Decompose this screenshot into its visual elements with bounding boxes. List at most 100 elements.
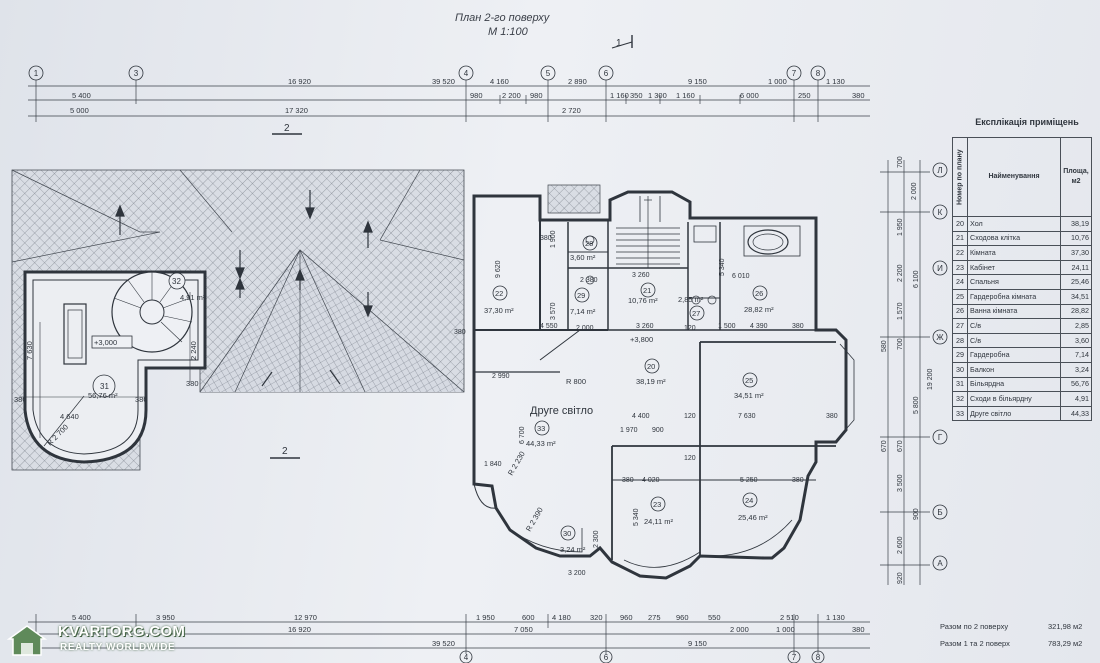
explication-cell-area: 4,91 bbox=[1060, 391, 1092, 407]
svg-text:380: 380 bbox=[454, 329, 466, 336]
svg-text:1 570: 1 570 bbox=[897, 302, 904, 320]
bathtub bbox=[585, 225, 801, 305]
svg-text:380: 380 bbox=[186, 379, 199, 388]
svg-text:38,19 m²: 38,19 m² bbox=[636, 377, 666, 386]
svg-text:120: 120 bbox=[684, 325, 696, 332]
svg-text:33: 33 bbox=[537, 424, 545, 433]
explication-cell-name: Кімната bbox=[967, 245, 1061, 261]
svg-text:2 600: 2 600 bbox=[897, 536, 904, 554]
stair-treads bbox=[616, 196, 680, 268]
svg-text:3 260: 3 260 bbox=[632, 272, 650, 279]
svg-text:1 500: 1 500 bbox=[718, 323, 736, 330]
explication-cell-name: Сходи в більярдну bbox=[967, 391, 1061, 407]
svg-text:700: 700 bbox=[897, 156, 904, 168]
explication-cell-name: Балкон bbox=[967, 361, 1061, 378]
axis-label: И bbox=[937, 264, 943, 273]
svg-text:4 550: 4 550 bbox=[540, 323, 558, 330]
column-name-header: Найменування bbox=[967, 137, 1061, 217]
svg-text:39 520: 39 520 bbox=[432, 639, 455, 648]
axis-bubble bbox=[932, 260, 948, 276]
svg-text:550: 550 bbox=[708, 613, 721, 622]
explication-cell-name: С/в bbox=[967, 332, 1061, 349]
explication-cell-num: 31 bbox=[952, 376, 968, 393]
bottom-dimension-values: 5 400 3 950 12 970 1 950 600 4 180 320 9… bbox=[72, 613, 865, 648]
axis-label: 5 bbox=[546, 69, 551, 78]
svg-text:6 000: 6 000 bbox=[740, 91, 759, 100]
svg-text:22: 22 bbox=[495, 289, 503, 298]
svg-text:12 970: 12 970 bbox=[294, 613, 317, 622]
svg-text:30: 30 bbox=[563, 529, 571, 538]
column-number-header: Номер по плану bbox=[952, 137, 968, 217]
level-mark-3800: +3,800 bbox=[630, 335, 653, 344]
svg-text:960: 960 bbox=[676, 613, 689, 622]
explication-title: Експлікація приміщень bbox=[975, 117, 1079, 127]
svg-text:1 970: 1 970 bbox=[620, 427, 638, 434]
main-walls bbox=[472, 190, 848, 580]
svg-text:900: 900 bbox=[652, 427, 664, 434]
svg-text:4 020: 4 020 bbox=[642, 477, 660, 484]
explication-cell-num: 23 bbox=[952, 259, 968, 276]
plan-scale: М 1:100 bbox=[488, 26, 528, 38]
svg-text:2 240: 2 240 bbox=[189, 341, 198, 360]
explication-cell-num: 24 bbox=[952, 274, 968, 290]
svg-text:37,30 m²: 37,30 m² bbox=[484, 306, 514, 315]
svg-text:5 340: 5 340 bbox=[719, 258, 726, 276]
section-mark-2-top: 2 bbox=[272, 123, 302, 135]
explication-cell-name: Друге світло bbox=[967, 405, 1061, 422]
svg-text:7 630: 7 630 bbox=[25, 341, 34, 360]
axis-bubble bbox=[28, 65, 44, 81]
svg-text:980: 980 bbox=[470, 91, 483, 100]
svg-text:2: 2 bbox=[284, 123, 290, 134]
room-27-label: 272,85 m² bbox=[678, 295, 705, 321]
svg-text:6 700: 6 700 bbox=[519, 426, 526, 444]
axis-label: К bbox=[938, 208, 943, 217]
svg-text:700: 700 bbox=[897, 338, 904, 350]
svg-text:2 990: 2 990 bbox=[492, 373, 510, 380]
axis-bubble bbox=[932, 162, 948, 178]
total-floor-2-label: Разом по 2 поверху bbox=[940, 622, 1009, 631]
svg-text:1 130: 1 130 bbox=[826, 77, 845, 86]
axis-label: 6 bbox=[604, 653, 609, 662]
axis-bubble bbox=[932, 329, 948, 345]
plan-title: План 2-го поверху bbox=[455, 12, 550, 24]
axis-label: А bbox=[937, 559, 943, 568]
axis-bubble bbox=[786, 65, 802, 81]
svg-text:31: 31 bbox=[100, 382, 109, 391]
column-area-header: Площа, м2 bbox=[1060, 137, 1092, 217]
svg-text:2 200: 2 200 bbox=[897, 264, 904, 282]
svg-text:380: 380 bbox=[826, 413, 838, 420]
explication-cell-area: 7,14 bbox=[1060, 347, 1092, 363]
total-floors-1-2: Разом 1 та 2 поверх 783,29 м2 bbox=[940, 639, 1082, 648]
svg-text:320: 320 bbox=[590, 613, 603, 622]
axis-bubble bbox=[458, 65, 474, 81]
explication-table: Експлікація приміщень Номер по плану Най… bbox=[952, 117, 1092, 422]
explication-cell-area: 25,46 bbox=[1060, 274, 1092, 290]
explication-cell-num: 27 bbox=[952, 318, 968, 334]
explication-grid: Номер по плану Найменування Площа, м2 20… bbox=[952, 137, 1092, 422]
svg-text:1 300: 1 300 bbox=[648, 91, 667, 100]
svg-text:1 950: 1 950 bbox=[897, 218, 904, 236]
svg-text:5 800: 5 800 bbox=[913, 396, 920, 414]
svg-text:4 180: 4 180 bbox=[552, 613, 571, 622]
axis-bubble bbox=[932, 204, 948, 220]
svg-text:1 160: 1 160 bbox=[610, 91, 629, 100]
svg-text:920: 920 bbox=[897, 572, 904, 584]
roof-slope-arrows bbox=[115, 190, 373, 387]
svg-text:34,51 m²: 34,51 m² bbox=[734, 391, 764, 400]
svg-text:380: 380 bbox=[622, 477, 634, 484]
svg-text:2 000: 2 000 bbox=[911, 182, 918, 200]
svg-text:1 000: 1 000 bbox=[768, 77, 787, 86]
svg-text:275: 275 bbox=[648, 613, 661, 622]
svg-text:23: 23 bbox=[653, 500, 661, 509]
explication-cell-area: 28,82 bbox=[1060, 303, 1092, 320]
